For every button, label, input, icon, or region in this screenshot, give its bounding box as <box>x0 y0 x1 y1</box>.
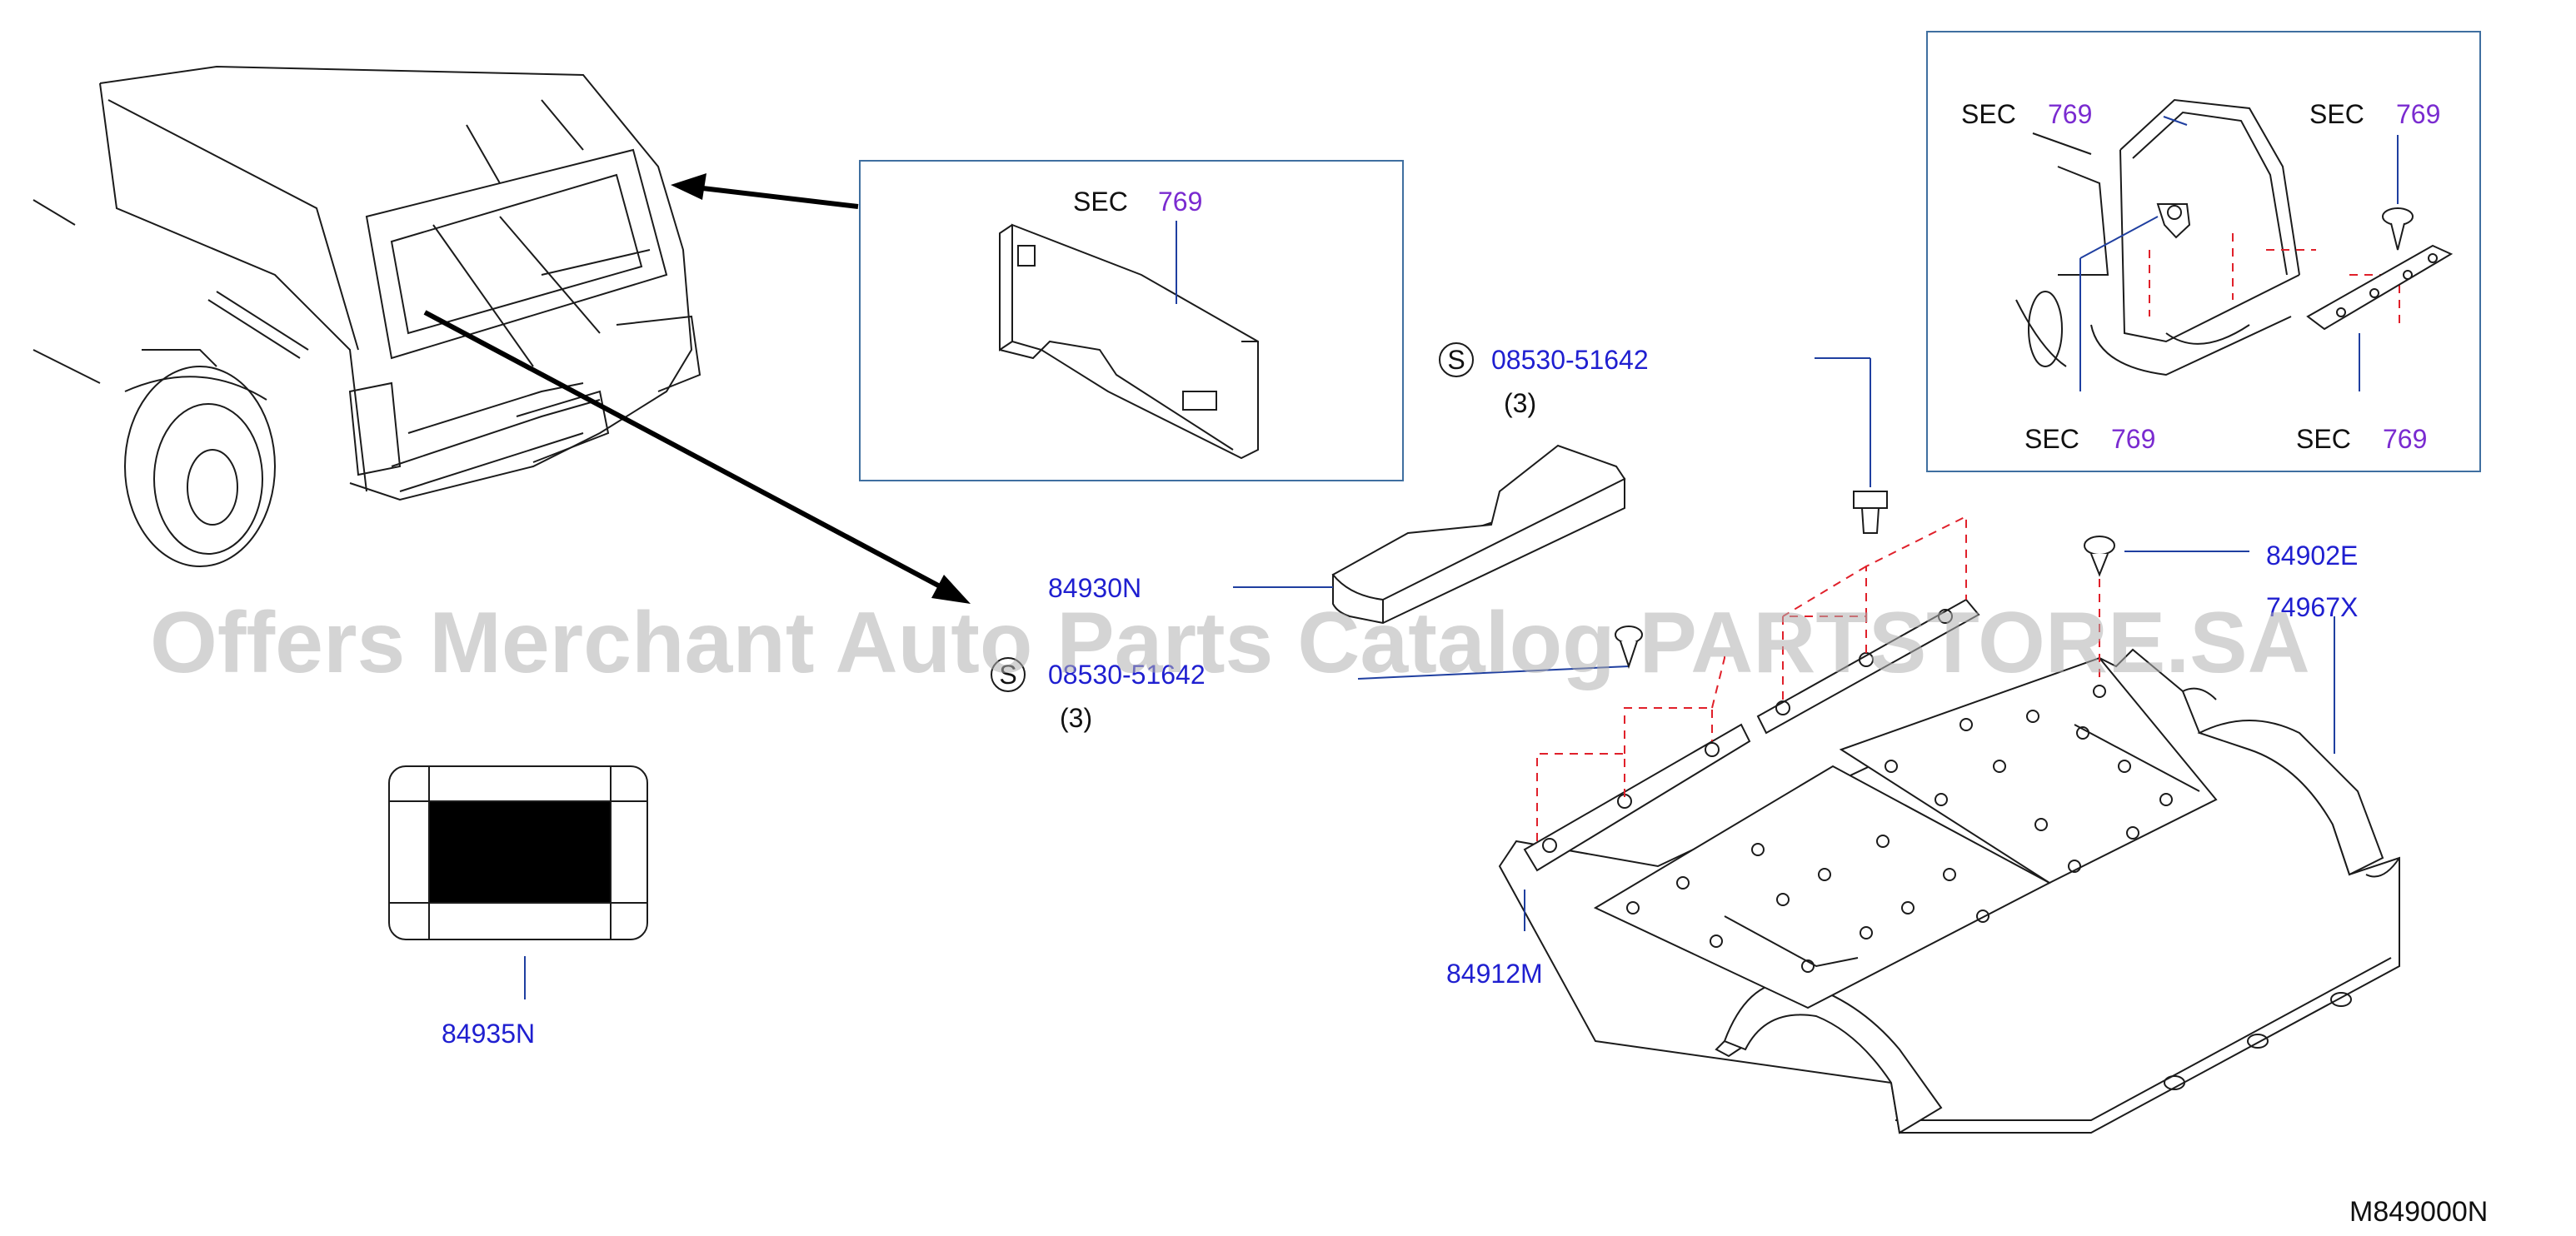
inset-side-trim: SEC 769 <box>859 160 1404 481</box>
bolt-upper-qty: (3) <box>1504 388 1536 418</box>
bolt-upper-callout: S 08530-51642 (3) <box>1439 342 1649 418</box>
bolt-lower-qty: (3) <box>1060 703 1092 733</box>
pointer-arrows <box>423 173 971 604</box>
mat-84935N <box>388 765 648 940</box>
sec-label-tr: SEC <box>2309 99 2364 129</box>
bolt-lower-part-number[interactable]: 08530-51642 <box>1048 660 1206 690</box>
part-84930N-label[interactable]: 84930N <box>1048 573 1141 603</box>
part-84935N-label[interactable]: 84935N <box>442 1019 535 1049</box>
inset-sec-769-link[interactable]: 769 <box>1158 187 1202 217</box>
vehicle-rear-illustration <box>32 65 701 567</box>
bolt-lower-callout: S 08530-51642 (3) <box>991 625 1643 733</box>
push-clip-84902E <box>2084 536 2249 683</box>
floor-board-assembly <box>1498 648 2400 1134</box>
foam-block <box>1331 444 1626 625</box>
bolt-upper-part-number[interactable]: 08530-51642 <box>1491 345 1649 375</box>
part-84902E-label[interactable]: 84902E <box>2266 541 2358 571</box>
inset-rear-door: SEC 769 SEC 769 SEC 769 SEC 769 <box>1926 31 2481 472</box>
part-84912M-label[interactable]: 84912M <box>1446 959 1543 989</box>
sec-769-link-tr[interactable]: 769 <box>2396 99 2440 129</box>
sec-769-link-bl[interactable]: 769 <box>2111 424 2155 454</box>
sec-label-br: SEC <box>2296 424 2351 454</box>
sec-769-link-br[interactable]: 769 <box>2383 424 2427 454</box>
bolt-symbol-upper: S <box>1447 345 1465 375</box>
panel-holes <box>1626 685 2173 973</box>
watermark-text: Offers Merchant Auto Parts Catalog PARTS… <box>150 595 2310 691</box>
sec-label-tl: SEC <box>1961 99 2016 129</box>
inset-sec-label: SEC <box>1073 187 1128 217</box>
bolt-floor <box>1815 357 1888 534</box>
sec-769-link-tl[interactable]: 769 <box>2048 99 2092 129</box>
finisher-strips <box>1523 515 1980 872</box>
part-74967X-label[interactable]: 74967X <box>2266 592 2358 622</box>
diagram-code: M849000N <box>2349 1196 2488 1228</box>
bolt-symbol-lower: S <box>999 660 1016 690</box>
sec-label-bl: SEC <box>2024 424 2079 454</box>
